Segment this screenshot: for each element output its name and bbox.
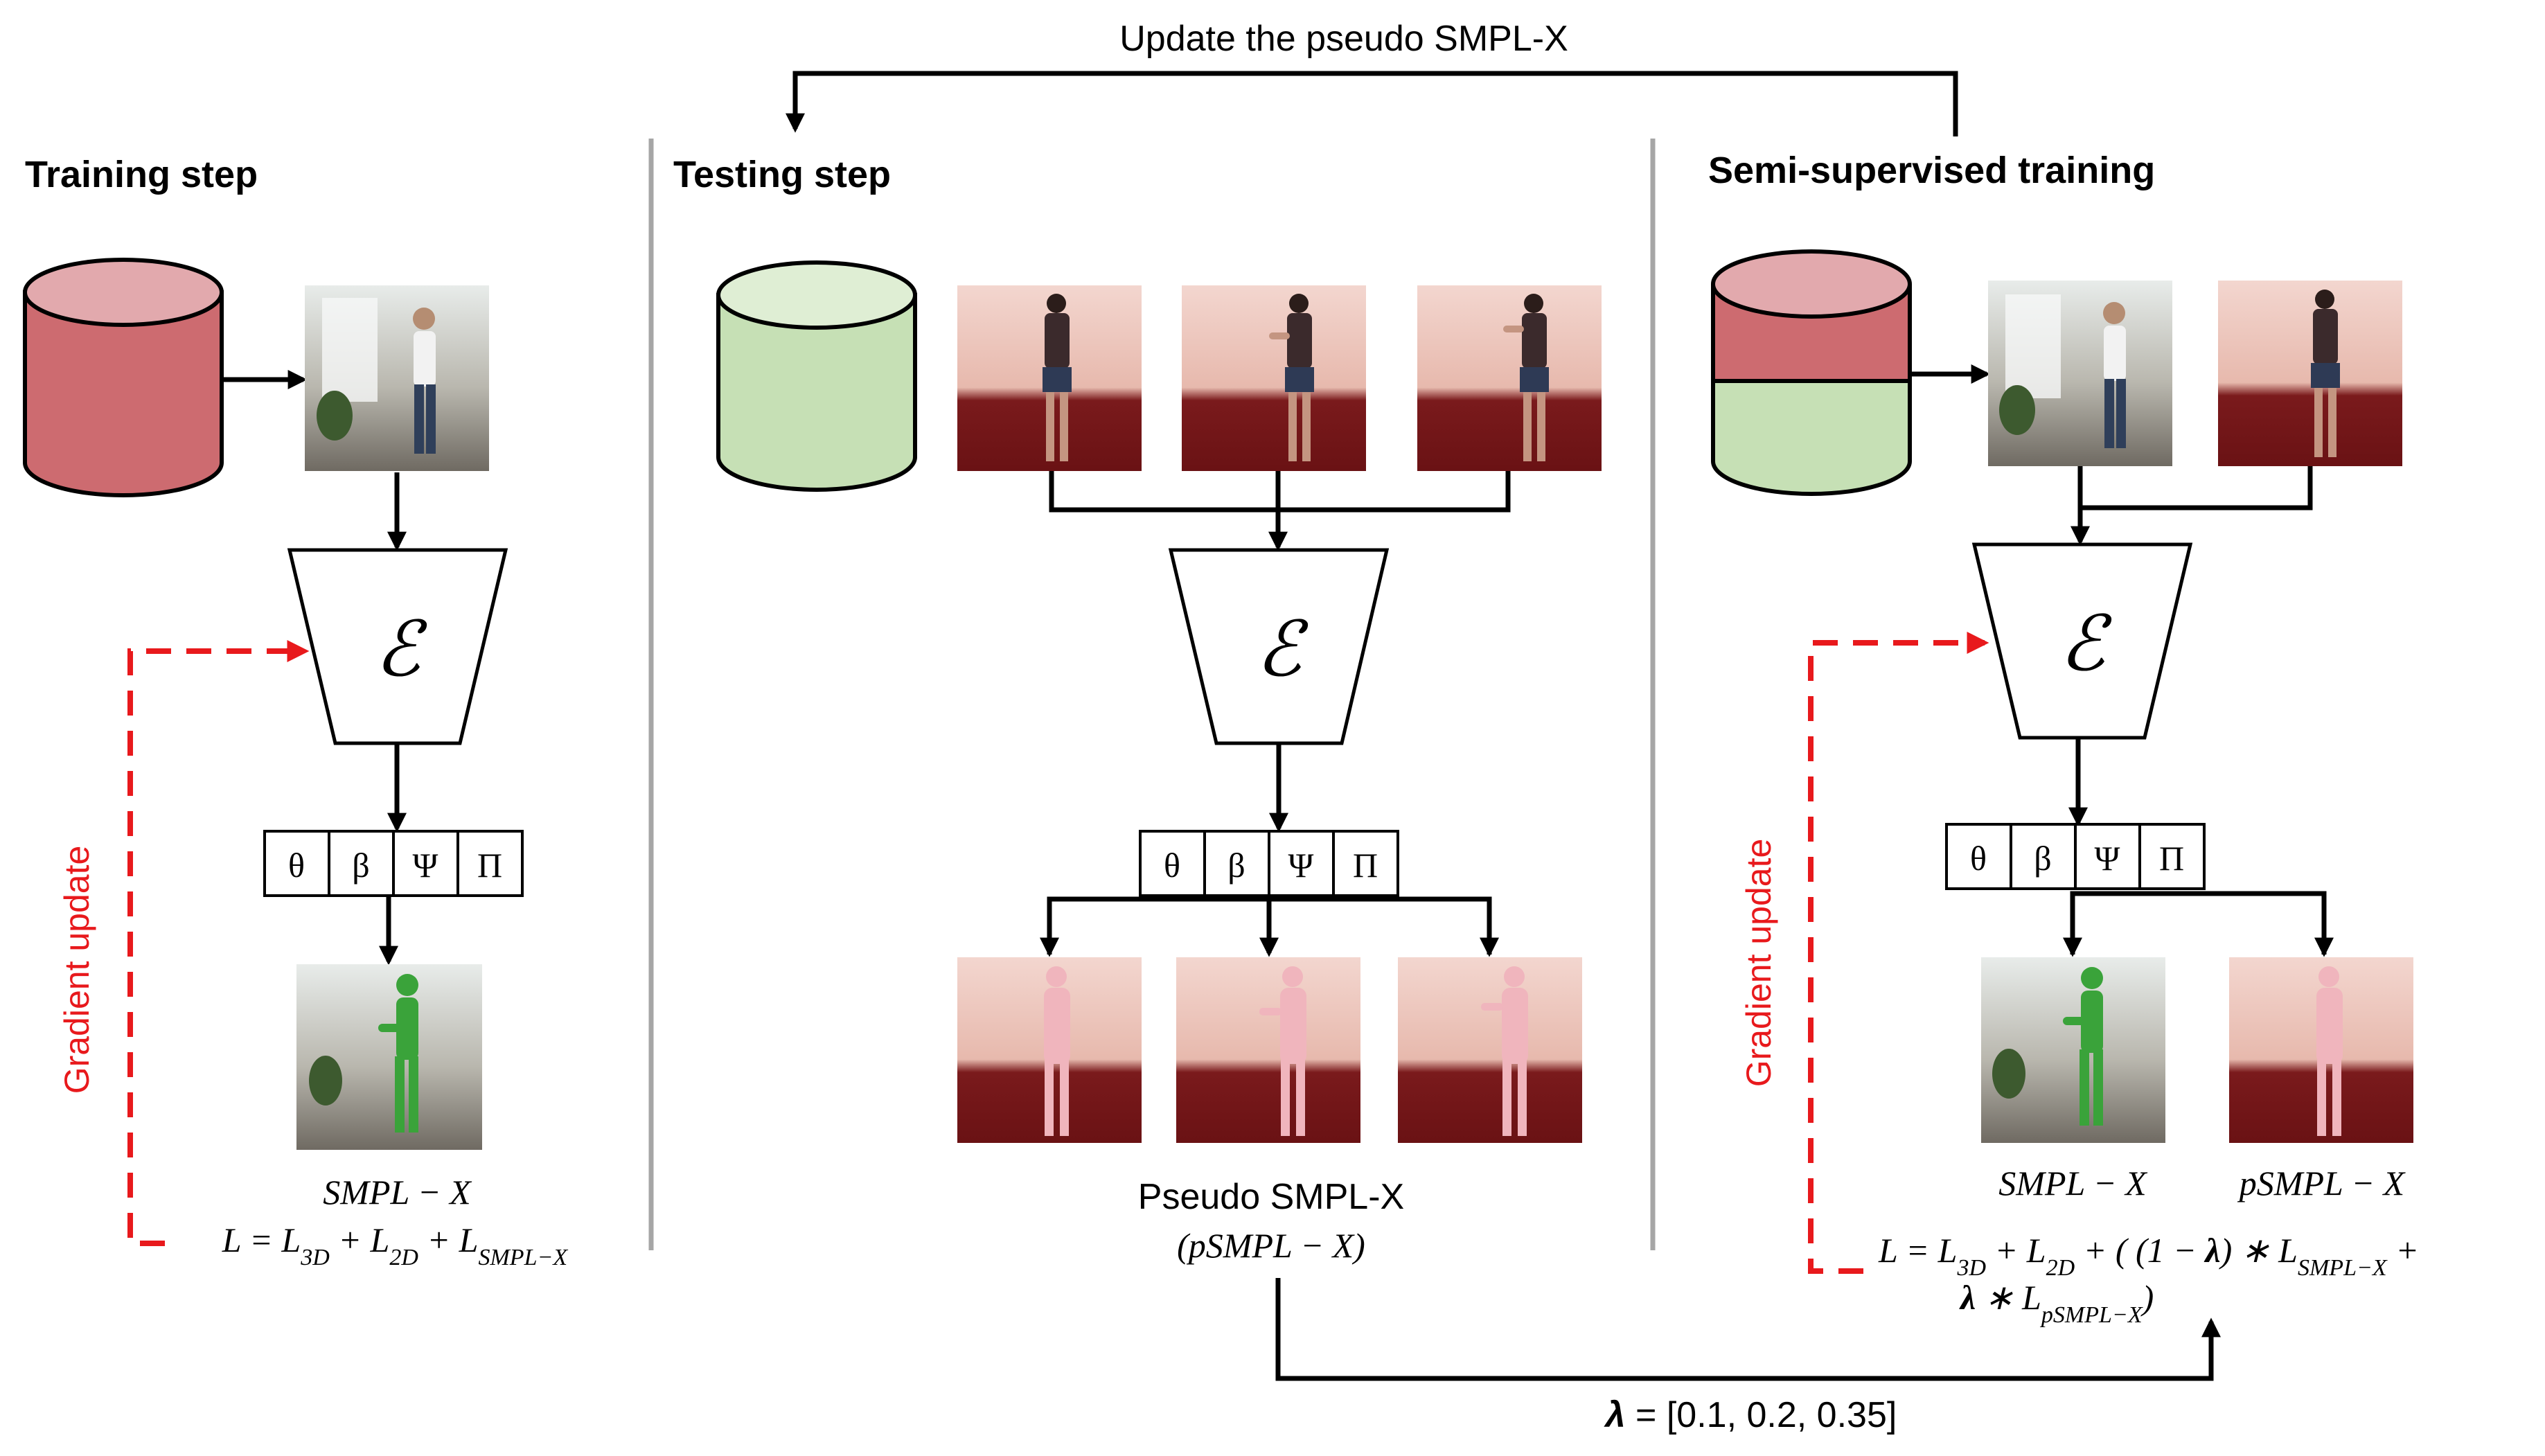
panel-testing: Testing step xyxy=(673,154,1602,1265)
test-frames xyxy=(957,285,1602,471)
test-frame xyxy=(1417,285,1602,471)
test-frame xyxy=(1182,285,1366,471)
encoder-symbol: ℰ xyxy=(2059,602,2113,686)
loss-formula: L = L3D + L2D + LSMPL−X xyxy=(222,1220,569,1270)
param-vector: θ β Ψ Π xyxy=(1945,823,2206,890)
param-vector: θ β Ψ Π xyxy=(263,830,524,897)
pseudo-mesh-frame xyxy=(1398,957,1582,1143)
param-beta: β xyxy=(2034,839,2051,878)
loss-formula-line1: L = L3D + L2D + ( (1 − λ) ∗ LSMPL−X + xyxy=(1878,1231,2419,1281)
lambda-label: λ = [0.1, 0.2, 0.35] xyxy=(1604,1395,1897,1435)
param-vector: θ β Ψ Π xyxy=(1139,830,1399,897)
output-label-gt: SMPL − X xyxy=(1998,1164,2148,1202)
pseudo-output-sublabel: (pSMPL − X) xyxy=(1177,1226,1365,1265)
labeled-database-icon xyxy=(23,258,224,497)
encoder-symbol: ℰ xyxy=(1256,607,1309,692)
param-psi: Ψ xyxy=(413,846,438,885)
lambda-arrow xyxy=(1275,1278,2221,1381)
input-photo xyxy=(305,285,489,471)
panel-training: Training step ℰ θ β Ψ xyxy=(23,154,569,1270)
param-psi: Ψ xyxy=(2095,839,2120,878)
encoder-symbol: ℰ xyxy=(375,607,428,692)
pseudo-output-label: Pseudo SMPL-X xyxy=(1138,1177,1404,1217)
panel-title: Testing step xyxy=(673,154,891,195)
panel-title: Semi-supervised training xyxy=(1708,150,2155,191)
mixed-database-icon xyxy=(1711,249,1912,496)
gradient-update-label: Gradient update xyxy=(1739,839,1778,1087)
param-pi: Π xyxy=(477,846,502,885)
param-pi: Π xyxy=(2159,839,2184,878)
param-theta: θ xyxy=(1970,839,1987,878)
param-theta: θ xyxy=(1164,846,1180,885)
param-theta: θ xyxy=(288,846,305,885)
output-label-pseudo: pSMPL − X xyxy=(2237,1164,2406,1202)
panel-title: Training step xyxy=(25,154,258,195)
loss-formula-line2: λ ∗ LpSMPL−X) xyxy=(1959,1278,2154,1328)
test-frame xyxy=(957,285,1142,471)
update-pseudo-arrow xyxy=(786,71,1958,136)
pseudo-mesh-frame xyxy=(957,957,1142,1143)
output-mesh-photo xyxy=(296,964,482,1150)
gradient-update-arrow xyxy=(127,640,310,1246)
input-photo-unlabeled xyxy=(2218,281,2402,466)
input-photo-labeled xyxy=(1988,281,2172,466)
output-label: SMPL − X xyxy=(323,1173,472,1211)
update-pseudo-label: Update the pseudo SMPL-X xyxy=(1119,19,1568,59)
encoder-block: ℰ xyxy=(1971,542,2193,740)
param-psi: Ψ xyxy=(1288,846,1314,885)
encoder-block: ℰ xyxy=(1168,548,1390,745)
unlabeled-database-icon xyxy=(716,260,917,492)
param-pi: Π xyxy=(1353,846,1378,885)
output-mesh-photo-pseudo xyxy=(2229,957,2413,1143)
pseudo-mesh-frames xyxy=(957,957,1582,1143)
panel-semi-supervised: Semi-supervised training xyxy=(1708,150,2419,1328)
gradient-update-arrow xyxy=(1808,632,1989,1274)
encoder-block: ℰ xyxy=(287,548,508,745)
param-beta: β xyxy=(352,846,369,885)
gradient-update-label: Gradient update xyxy=(57,846,96,1094)
param-beta: β xyxy=(1227,846,1245,885)
output-mesh-photo-gt xyxy=(1981,957,2165,1143)
pseudo-mesh-frame xyxy=(1176,957,1360,1143)
